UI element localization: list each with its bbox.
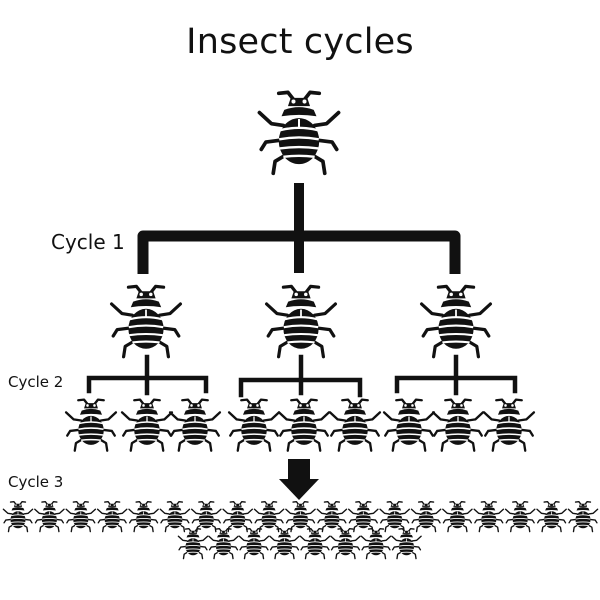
bedbug-icon — [128, 501, 159, 533]
bedbug-icon — [265, 284, 337, 359]
down-arrow-icon — [279, 459, 319, 500]
bedbug-icon — [316, 501, 348, 533]
bedbug-icon — [277, 398, 331, 452]
cycle-2-connectors — [86, 354, 518, 398]
bedbug-icon — [536, 501, 567, 533]
bedbug-icon — [431, 398, 485, 452]
cycle-2-label: Cycle 2 — [8, 373, 63, 391]
bedbug-icon — [253, 501, 285, 533]
cycle-1-connector — [137, 183, 461, 274]
bedbug-icon — [347, 501, 379, 533]
bedbug-icon — [222, 501, 254, 533]
bedbug-icon — [328, 398, 382, 452]
bedbug-icon — [391, 528, 422, 560]
bedbug-icon — [482, 398, 536, 452]
bedbug-icon — [96, 501, 128, 533]
bedbug-icon — [567, 501, 599, 533]
bedbug-icon — [208, 528, 239, 560]
bedbug-icon — [2, 501, 34, 533]
bedbug-icon — [227, 398, 281, 452]
page-title: Insect cycles — [186, 22, 414, 62]
bedbug-icon — [65, 501, 97, 533]
bedbug-icon — [191, 501, 222, 533]
bedbug-icon — [168, 398, 222, 452]
bedbug-icon — [379, 501, 411, 533]
bedbug-icon — [442, 501, 473, 533]
bedbug-icon — [299, 528, 331, 560]
cycle-1-label: Cycle 1 — [51, 230, 125, 254]
bedbug-icon — [64, 398, 118, 452]
bedbug-icon — [382, 398, 436, 452]
bedbug-icon — [285, 501, 316, 533]
bedbug-icon — [360, 528, 392, 560]
bedbug-icon — [159, 501, 191, 533]
bedbug-icon — [177, 528, 209, 560]
cycle-3-label: Cycle 3 — [8, 473, 63, 491]
bedbug-icon — [257, 90, 341, 176]
bedbug-icon — [120, 398, 174, 452]
bedbug-icon — [269, 528, 300, 560]
bedbug-icon — [109, 284, 182, 359]
bedbug-icon — [330, 528, 361, 560]
bedbug-icon — [420, 284, 492, 359]
bedbug-icon — [238, 528, 270, 560]
bedbug-icon — [504, 501, 536, 533]
bedbug-icon — [473, 501, 505, 533]
bedbug-icon — [34, 501, 65, 533]
bedbug-icon — [410, 501, 442, 533]
